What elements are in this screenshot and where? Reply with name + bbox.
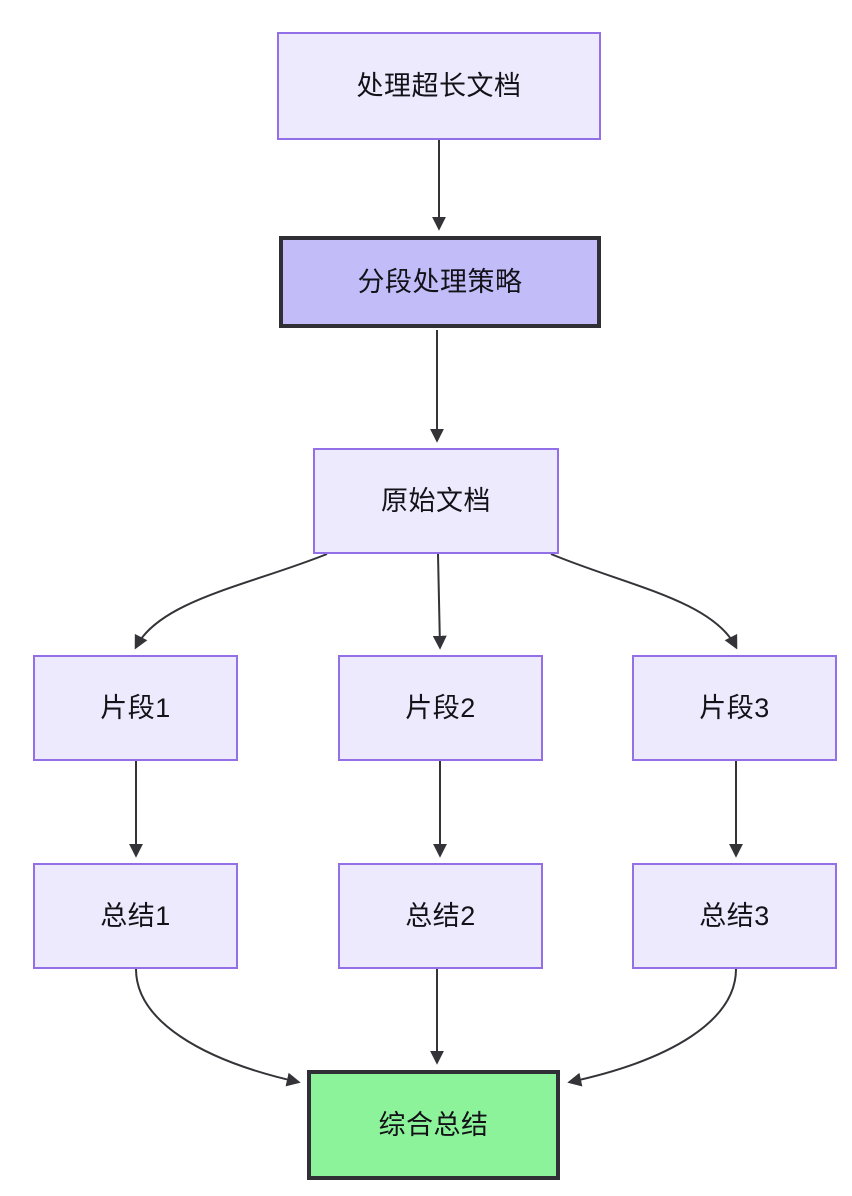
node-segment-1-label: 片段1 [100, 692, 171, 723]
edge-summary-1-to-final-summary [135, 968, 301, 1087]
node-final-summary-label: 综合总结 [378, 1109, 489, 1140]
node-summary-1-label: 总结1 [100, 900, 171, 931]
edge-source-doc-to-segment-1 [134, 553, 328, 650]
edge-summary-3-to-final-summary [567, 968, 737, 1087]
node-summary-2-label: 总结2 [405, 900, 476, 931]
node-final-summary[interactable]: 综合总结 [307, 1070, 560, 1180]
node-summary-3[interactable]: 总结3 [632, 863, 837, 969]
node-chunk-strategy[interactable]: 分段处理策略 [279, 236, 601, 328]
node-segment-2[interactable]: 片段2 [338, 655, 543, 761]
edge-source-doc-to-segment-3 [550, 553, 738, 650]
node-long-doc-label: 处理超长文档 [356, 70, 522, 101]
node-segment-1[interactable]: 片段1 [33, 655, 238, 761]
node-chunk-strategy-label: 分段处理策略 [357, 266, 523, 297]
edge-source-doc-to-segment-2 [432, 553, 447, 650]
node-segment-3[interactable]: 片段3 [632, 655, 837, 761]
node-summary-2[interactable]: 总结2 [338, 863, 543, 969]
node-source-doc[interactable]: 原始文档 [313, 448, 559, 554]
node-summary-1[interactable]: 总结1 [33, 863, 238, 969]
node-long-doc[interactable]: 处理超长文档 [277, 32, 601, 140]
node-summary-3-label: 总结3 [699, 900, 770, 931]
node-segment-2-label: 片段2 [405, 692, 476, 723]
node-source-doc-label: 原始文档 [381, 485, 491, 516]
node-segment-3-label: 片段3 [699, 692, 770, 723]
